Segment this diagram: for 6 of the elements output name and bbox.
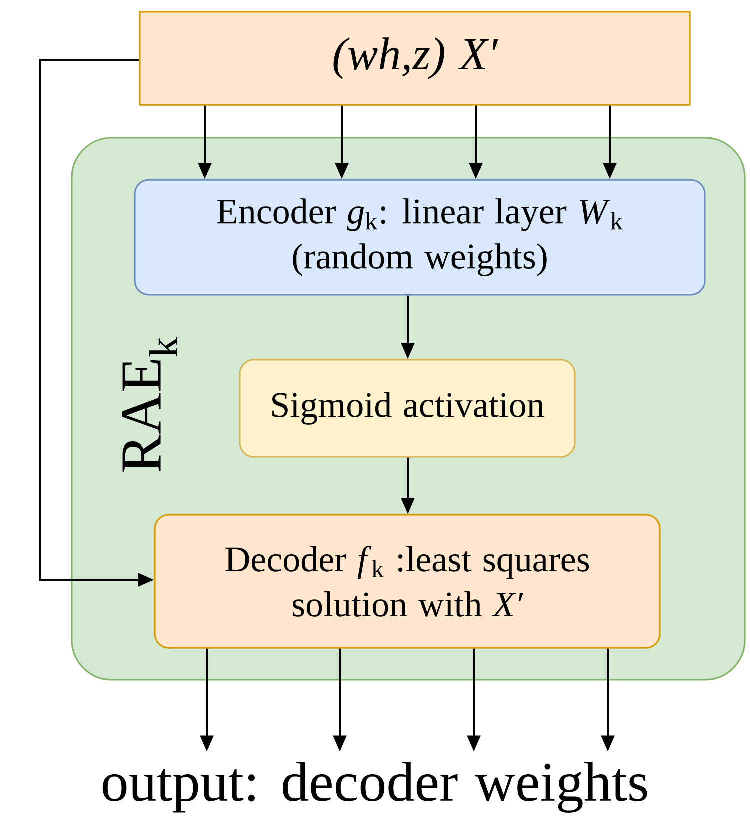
process-box: Decoder f$_{k}$ :least squares solution with X′ [154, 514, 661, 649]
input-box: (wh,z) X′ [139, 11, 691, 106]
output-text: output: decoder weights [102, 762, 648, 813]
process-box: Encoder g$_{k}$: linear layer W$_{k}$ (random weights) [134, 179, 706, 296]
module-label: RAE$_{k}$ [122, 337, 178, 472]
process-box: Sigmoid activation [239, 359, 576, 458]
